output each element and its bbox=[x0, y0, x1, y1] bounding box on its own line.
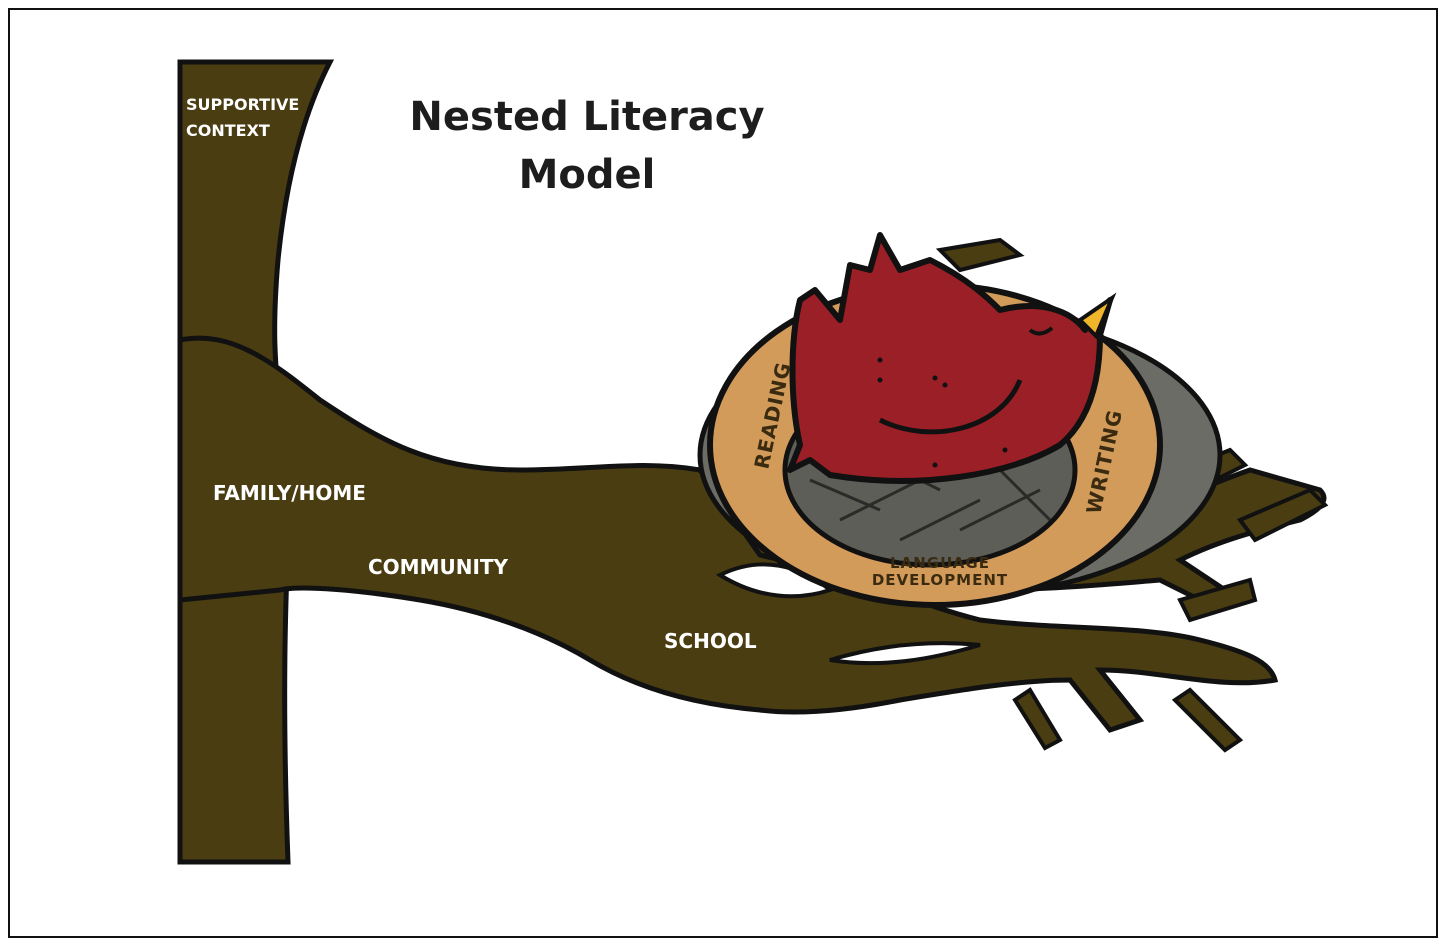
label-supportive: SUPPORTIVE bbox=[186, 95, 299, 114]
bird-eye bbox=[1028, 326, 1054, 336]
ring-label-language: LANGUAGE bbox=[890, 554, 990, 572]
branch-gap-2 bbox=[829, 641, 981, 666]
label-community: COMMUNITY bbox=[368, 555, 509, 579]
title-line-2: Model bbox=[519, 152, 656, 198]
label-context: CONTEXT bbox=[186, 121, 270, 140]
label-family-home: FAMILY/HOME bbox=[213, 481, 366, 505]
bird-wing bbox=[878, 379, 1023, 435]
label-school: SCHOOL bbox=[664, 629, 757, 653]
title-line-1: Nested Literacy bbox=[409, 94, 764, 140]
bird-body bbox=[787, 232, 1113, 484]
bird-beak bbox=[1076, 292, 1117, 340]
ring-label-development: DEVELOPMENT bbox=[872, 571, 1008, 589]
main-branch bbox=[177, 335, 1279, 733]
bird-speckles bbox=[877, 357, 1008, 468]
twigs bbox=[935, 237, 1329, 753]
branch-gap bbox=[715, 562, 835, 599]
